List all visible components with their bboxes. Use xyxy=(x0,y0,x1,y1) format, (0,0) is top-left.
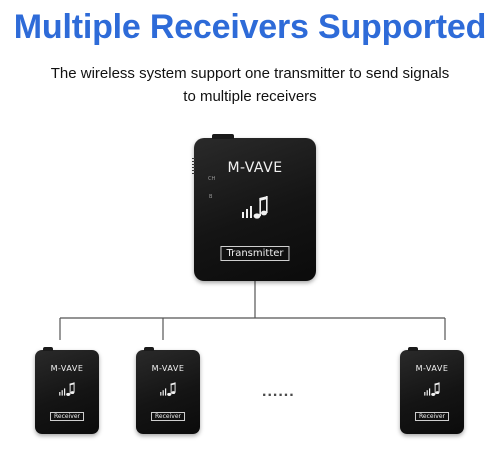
side-grip xyxy=(192,158,195,176)
receiver-brand: M-VAVE xyxy=(415,364,449,373)
page-title: Multiple Receivers Supported xyxy=(13,8,487,46)
bluetooth-indicator-label: B xyxy=(209,194,213,200)
subtitle-line-2: to multiple receivers xyxy=(183,88,317,105)
receiver-brand: M-VAVE xyxy=(151,364,185,373)
transmitter-device: CH B M-VAVE Transmitter xyxy=(192,134,316,281)
channel-indicator-label: CH xyxy=(208,176,216,182)
music-note-icon xyxy=(240,192,270,222)
receiver-brand: M-VAVE xyxy=(50,364,84,373)
receiver-device: M-VAVE Receiver xyxy=(35,347,99,434)
clip-tab xyxy=(408,347,418,351)
page-subtitle: The wireless system support one transmit… xyxy=(0,62,500,108)
receiver-device: M-VAVE Receiver xyxy=(136,347,200,434)
receiver-device: M-VAVE Receiver xyxy=(400,347,464,434)
transmitter-brand: M-VAVE xyxy=(227,160,283,176)
music-note-icon xyxy=(58,380,76,398)
receiver-label: Receiver xyxy=(151,412,185,421)
music-note-icon xyxy=(423,380,441,398)
clip-tab xyxy=(212,134,234,139)
clip-tab xyxy=(144,347,154,351)
subtitle-line-1: The wireless system support one transmit… xyxy=(50,65,450,82)
transmitter-label: Transmitter xyxy=(220,246,290,261)
clip-tab xyxy=(43,347,53,351)
music-note-icon xyxy=(159,380,177,398)
receiver-label: Receiver xyxy=(415,412,449,421)
ellipsis: ...... xyxy=(262,383,295,400)
receiver-label: Receiver xyxy=(50,412,84,421)
